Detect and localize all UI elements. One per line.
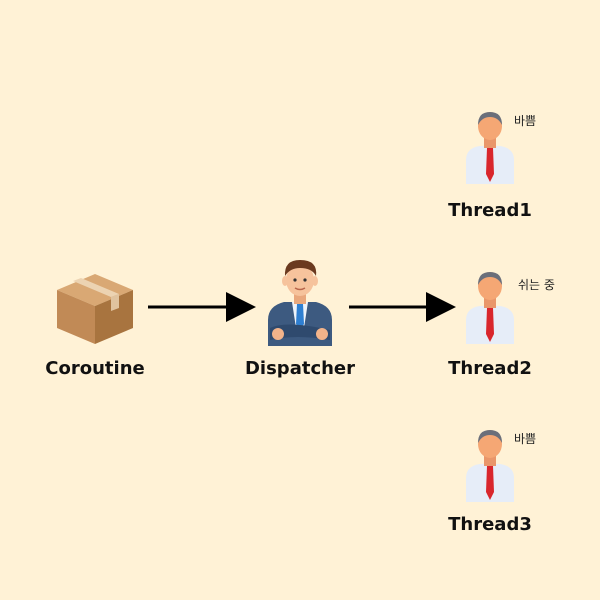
thread3-label: Thread3 xyxy=(448,514,532,535)
coroutine-node xyxy=(57,274,133,348)
thread2-status-note: 쉬는 중 xyxy=(518,278,555,292)
worker-icon xyxy=(466,430,514,502)
coroutine-label: Coroutine xyxy=(45,358,145,379)
dispatcher-label: Dispatcher xyxy=(244,358,356,379)
thread3-node xyxy=(466,428,514,506)
thread1-status-note: 바쁨 xyxy=(514,114,537,128)
thread1-node xyxy=(466,110,514,188)
businessman-icon xyxy=(268,260,332,346)
thread3-status-note: 바쁨 xyxy=(514,432,537,446)
cardboard-box-icon xyxy=(57,274,133,344)
dispatcher-node xyxy=(266,258,334,350)
thread1-label: Thread1 xyxy=(448,200,532,221)
worker-icon xyxy=(466,112,514,184)
thread2-node xyxy=(466,270,514,348)
worker-icon xyxy=(466,272,514,344)
thread2-label: Thread2 xyxy=(448,358,532,379)
